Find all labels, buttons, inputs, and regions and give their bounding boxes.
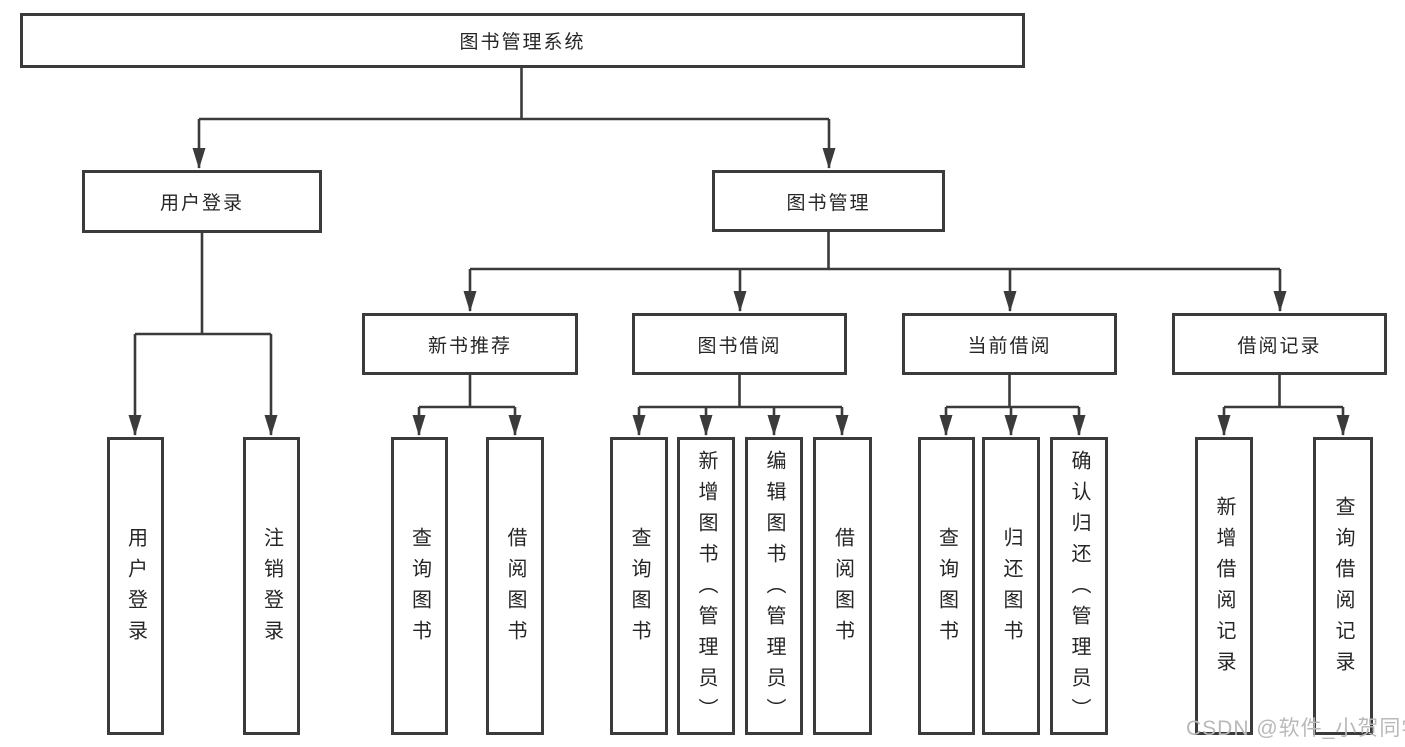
leaf-query-books-2: 查询图书 <box>610 437 668 735</box>
connector-book-management-to-level3 <box>463 232 1287 312</box>
leaf-logout: 注销登录 <box>243 437 300 735</box>
connector-current-borrow-to-leaves <box>939 375 1086 436</box>
leaf-borrow-books-2: 借阅图书 <box>813 437 872 735</box>
leaf-user-login: 用户登录 <box>107 437 164 735</box>
leaf-add-books-admin: 新增图书（管理员） <box>677 437 735 735</box>
node-user-login: 用户登录 <box>82 170 322 233</box>
node-new-book-recommend: 新书推荐 <box>362 313 578 375</box>
connector-new-book-recommend-to-leaves <box>412 375 522 436</box>
leaf-return-books: 归还图书 <box>982 437 1040 735</box>
connector-user-login-to-leaves <box>128 233 278 436</box>
node-book-borrow: 图书借阅 <box>632 313 847 375</box>
node-borrow-records: 借阅记录 <box>1172 313 1387 375</box>
leaf-query-books: 查询图书 <box>391 437 448 735</box>
leaf-edit-books-admin: 编辑图书（管理员） <box>745 437 803 735</box>
leaf-add-borrow-record: 新增借阅记录 <box>1195 437 1253 735</box>
node-current-borrow: 当前借阅 <box>902 313 1117 375</box>
leaf-confirm-return-admin: 确认归还（管理员） <box>1050 437 1108 735</box>
connector-root-to-level2 <box>192 68 836 169</box>
connector-book-borrow-to-leaves <box>632 375 849 436</box>
connector-borrow-records-to-leaves <box>1217 375 1350 436</box>
leaf-query-books-3: 查询图书 <box>918 437 975 735</box>
leaf-borrow-books: 借阅图书 <box>486 437 544 735</box>
leaf-query-borrow-record: 查询借阅记录 <box>1313 437 1373 735</box>
node-root-library-system: 图书管理系统 <box>20 13 1025 68</box>
node-book-management: 图书管理 <box>712 170 945 232</box>
